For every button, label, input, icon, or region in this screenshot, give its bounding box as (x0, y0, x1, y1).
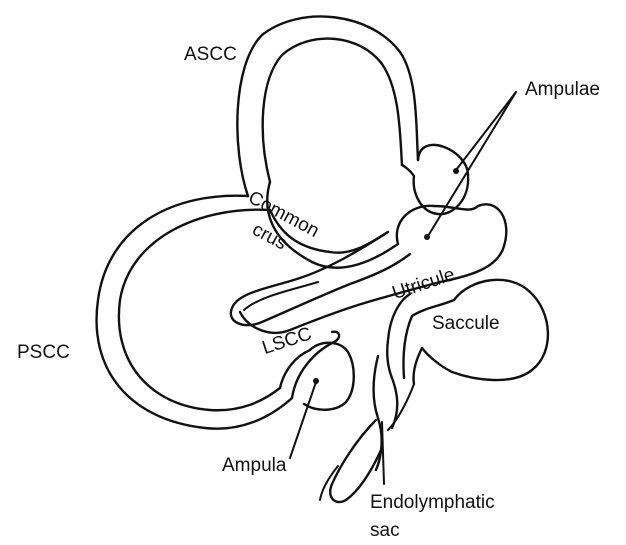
ascc-inner-wall (263, 39, 402, 182)
pointer-ampulae-upper (456, 92, 516, 170)
label-endolymphatic: Endolymphatic (370, 493, 495, 512)
label-sac: sac (370, 521, 400, 540)
endolymphatic-sac-outline (330, 420, 382, 502)
ampula-dot (313, 378, 319, 384)
lower-ampula-outline (304, 343, 354, 410)
lscc-loop (231, 232, 410, 325)
ampulae-dot-upper (453, 168, 459, 174)
pointer-endolymphatic (382, 422, 384, 484)
saccule-inner-wall (403, 316, 412, 378)
endolymphatic-duct-mid (388, 384, 414, 430)
lscc-loop-inner (244, 282, 318, 310)
label-ampula: Ampula (222, 456, 286, 475)
label-pscc: PSCC (17, 343, 70, 362)
ascc-ampulla (402, 145, 468, 214)
label-ampulae: Ampulae (525, 80, 600, 99)
label-saccule: Saccule (432, 314, 500, 333)
endolymphatic-sac-tail (320, 466, 338, 500)
saccular-duct-right (413, 348, 422, 384)
ampulae-dot-lower (424, 234, 430, 240)
label-ascc: ASCC (184, 45, 237, 64)
